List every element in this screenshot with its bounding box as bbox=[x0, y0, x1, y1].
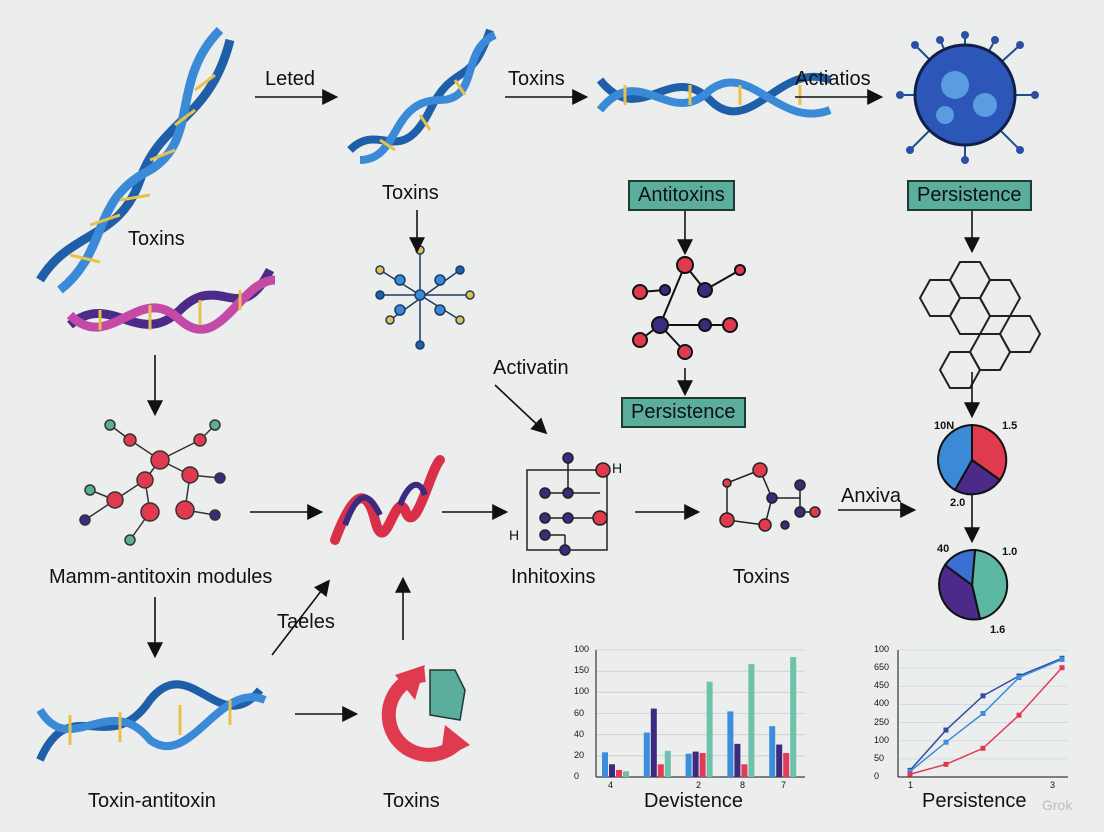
line-series bbox=[910, 659, 1062, 771]
bar-y-tick: 0 bbox=[574, 771, 579, 781]
label-leted: Leted bbox=[265, 68, 315, 91]
bar-x-tick: 2 bbox=[696, 780, 701, 790]
label-toxin-antitoxin: Toxin-antitoxin bbox=[88, 790, 216, 813]
pie-bottom-label-1: 1.0 bbox=[1002, 546, 1017, 558]
line-y-tick: 450 bbox=[874, 680, 889, 690]
pie-top-label-0: 10N bbox=[934, 420, 954, 432]
line-point bbox=[1060, 665, 1065, 670]
line-point bbox=[944, 762, 949, 767]
line-point bbox=[981, 693, 986, 698]
label-inhitoxins: Inhitoxins bbox=[511, 566, 596, 589]
bar-y-tick: 100 bbox=[574, 644, 589, 654]
line-y-tick: 100 bbox=[874, 644, 889, 654]
line-point bbox=[1017, 675, 1022, 680]
label-mamm-antitoxin: Mamm-antitoxin modules bbox=[49, 566, 272, 589]
label-actiatios: Actiatios bbox=[795, 68, 871, 91]
antitoxins-box: Antitoxins bbox=[628, 180, 735, 211]
persistence-box-top: Persistence bbox=[907, 180, 1032, 211]
bar-y-tick: 150 bbox=[574, 665, 589, 675]
pie-top-label-1: 1.5 bbox=[1002, 420, 1017, 432]
line-x-tick: 3 bbox=[1050, 780, 1055, 790]
line-y-tick: 400 bbox=[874, 698, 889, 708]
bar-y-tick: 100 bbox=[574, 686, 589, 696]
line-y-tick: 100 bbox=[874, 735, 889, 745]
label-activatin: Activatin bbox=[493, 357, 569, 380]
line-point bbox=[908, 772, 913, 777]
pie-bottom-label-0: 40 bbox=[937, 543, 949, 555]
line-point bbox=[981, 711, 986, 716]
bar-y-tick: 20 bbox=[574, 750, 584, 760]
label-toxins-top-left: Toxins bbox=[128, 228, 185, 251]
label-anxiva: Anxiva bbox=[841, 485, 901, 508]
label-toxins-right: Toxins bbox=[733, 566, 790, 589]
line-x-tick: 1 bbox=[908, 780, 913, 790]
line-point bbox=[944, 740, 949, 745]
bar-x-tick: 7 bbox=[781, 780, 786, 790]
line-y-tick: 650 bbox=[874, 662, 889, 672]
line-y-tick: 50 bbox=[874, 753, 884, 763]
label-toxins-top: Toxins bbox=[382, 182, 439, 205]
line-point bbox=[944, 728, 949, 733]
line-point bbox=[981, 746, 986, 751]
bar-x-tick: 4 bbox=[608, 780, 613, 790]
molecule-label-h-top: H bbox=[612, 460, 622, 476]
line-y-tick: 0 bbox=[874, 771, 879, 781]
watermark-grok: Grok bbox=[1042, 797, 1072, 813]
bar-y-tick: 60 bbox=[574, 708, 584, 718]
line-y-tick: 250 bbox=[874, 717, 889, 727]
bar-y-tick: 40 bbox=[574, 729, 584, 739]
pie-top-label-2: 2.0 bbox=[950, 497, 965, 509]
line-chart-xlabel: Persistence bbox=[922, 790, 1027, 813]
label-toxins-bottom: Toxins bbox=[383, 790, 440, 813]
pie-bottom-label-2: 1.6 bbox=[990, 624, 1005, 636]
bar-chart-xlabel: Devistence bbox=[644, 790, 743, 813]
bar-x-tick: 8 bbox=[740, 780, 745, 790]
molecule-label-h-bottom: H bbox=[509, 527, 519, 543]
line-point bbox=[1060, 657, 1065, 662]
persistence-box-mid: Persistence bbox=[621, 397, 746, 428]
label-toxins-mid: Toxins bbox=[508, 68, 565, 91]
line-series bbox=[910, 668, 1062, 775]
label-taeles: Taeles bbox=[277, 611, 335, 634]
line-point bbox=[1017, 713, 1022, 718]
